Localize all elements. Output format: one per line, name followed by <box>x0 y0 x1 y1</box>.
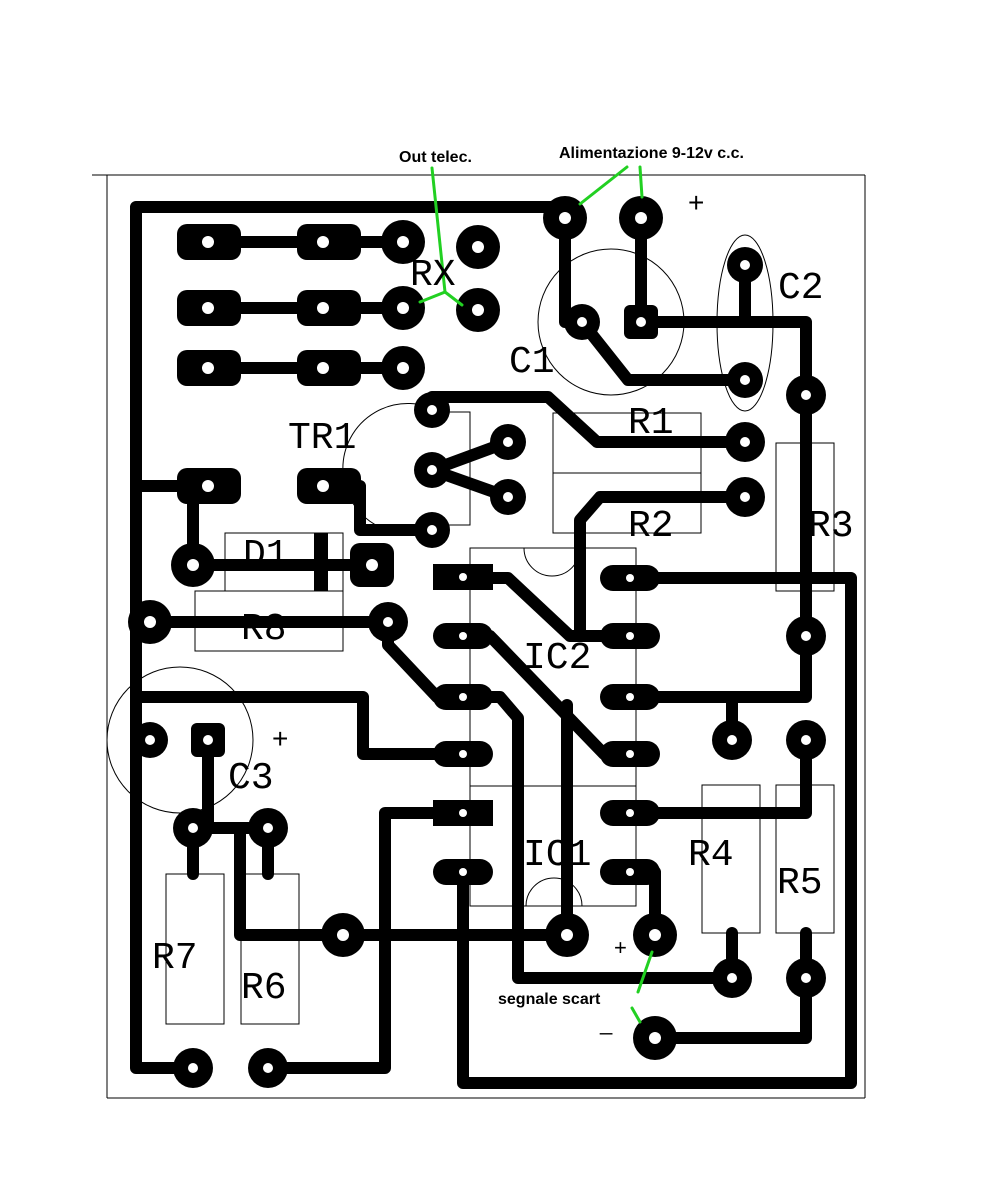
leader-lines <box>418 165 654 1024</box>
label-r1: R1 <box>628 402 674 445</box>
annotation-segnale-scart: segnale scart <box>498 991 601 1008</box>
plus-sign-scart: + <box>614 935 627 960</box>
d1-cathode-band <box>314 533 328 591</box>
label-r6: R6 <box>241 967 287 1010</box>
label-c3: C3 <box>228 757 274 800</box>
plus-sign-power: + <box>688 187 704 218</box>
label-c1: C1 <box>509 341 555 384</box>
ic1-notch <box>525 877 583 907</box>
component-outlines <box>106 234 835 1025</box>
label-r7: R7 <box>152 937 198 980</box>
label-r2: R2 <box>628 505 674 548</box>
label-d1: D1 <box>243 534 289 577</box>
label-r8: R8 <box>241 608 287 651</box>
label-r5: R5 <box>777 862 823 905</box>
pads <box>128 196 826 1088</box>
label-ic1: IC1 <box>523 834 591 877</box>
label-tr1: TR1 <box>288 417 356 460</box>
label-r4: R4 <box>688 834 734 877</box>
board-outline <box>92 174 866 1099</box>
annotation-alimentazione: Alimentazione 9-12v c.c. <box>559 145 744 162</box>
label-c2: C2 <box>778 267 824 310</box>
annotation-out-telec: Out telec. <box>399 149 472 166</box>
minus-sign-scart: _ <box>599 1010 613 1035</box>
r6-outline <box>240 873 300 1025</box>
label-rx: RX <box>410 254 456 297</box>
plus-sign-c3: + <box>272 723 288 754</box>
label-ic2: IC2 <box>523 637 591 680</box>
label-r3: R3 <box>808 505 854 548</box>
